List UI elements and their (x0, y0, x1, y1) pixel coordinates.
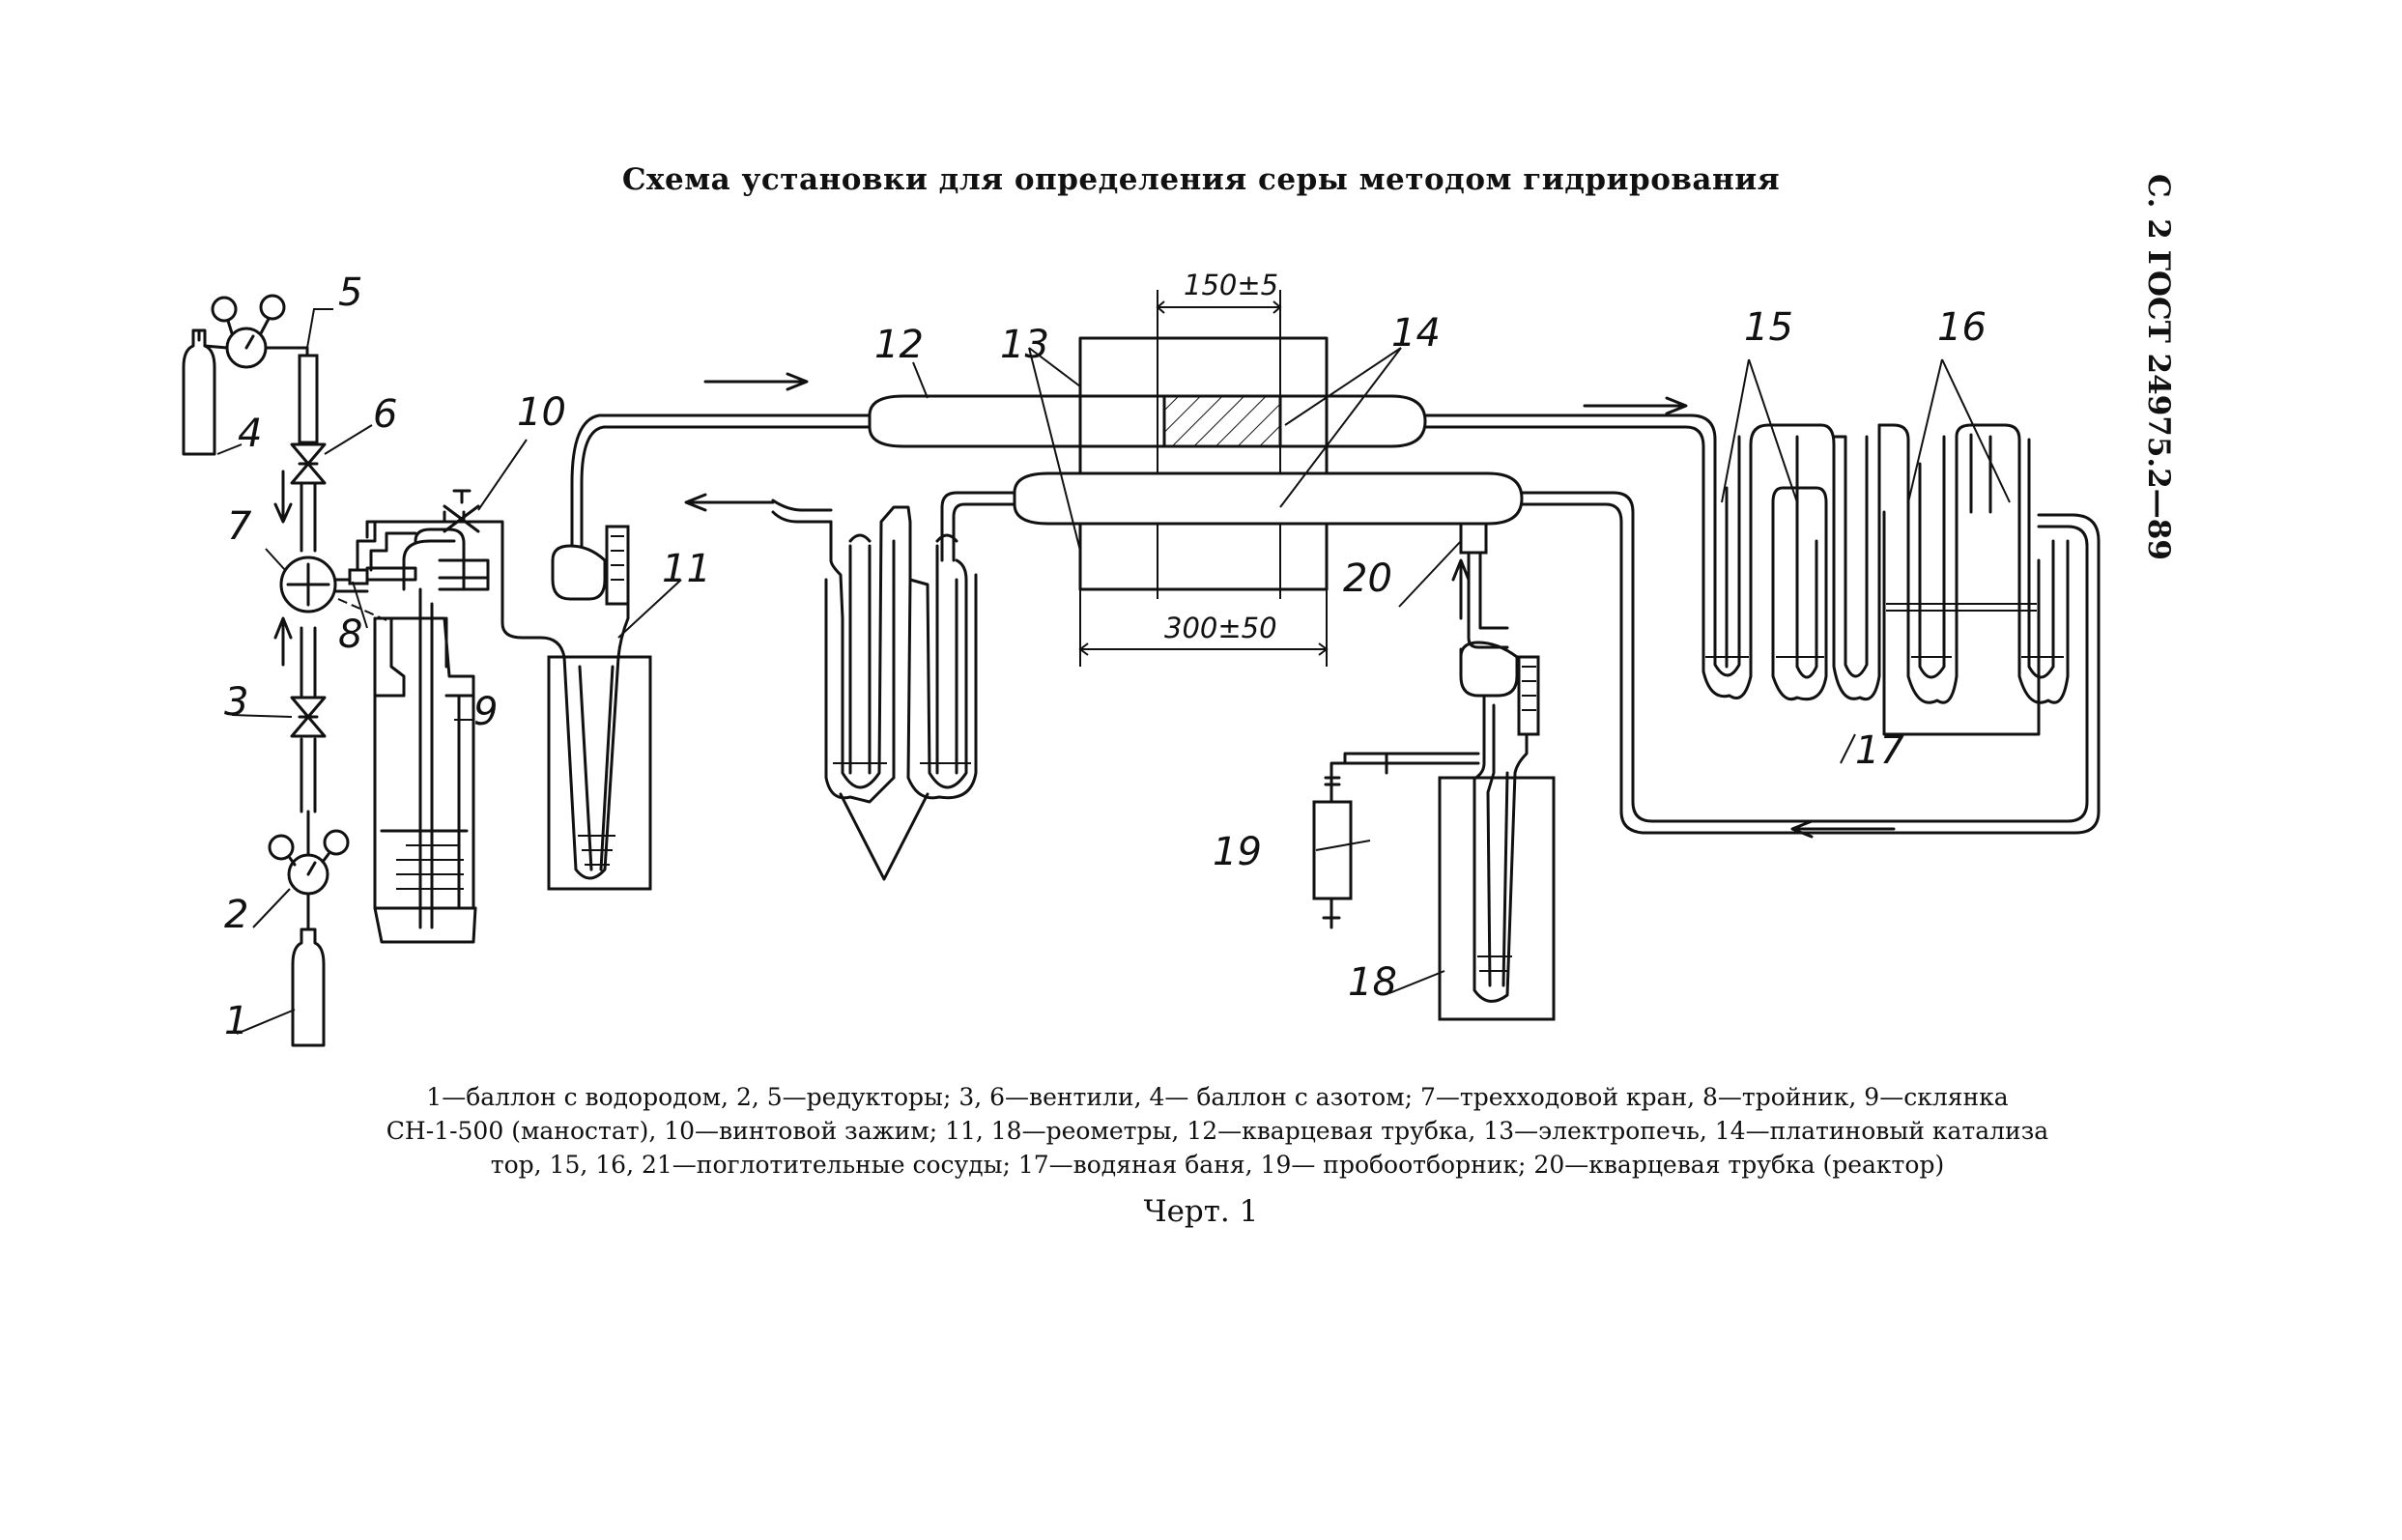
valve-6 (290, 442, 327, 485)
label-16: 16 (1937, 305, 1987, 350)
label-11: 11 (662, 547, 711, 591)
screw-clamp-10 (365, 489, 504, 539)
label-1: 1 (224, 999, 248, 1043)
figure-label: Черт. 1 (1143, 1194, 1259, 1229)
label-3: 3 (224, 680, 248, 725)
label-12: 12 (874, 323, 924, 367)
label-7: 7 (227, 504, 252, 549)
label-13: 13 (1000, 323, 1049, 367)
caption-line-2: СН-1-500 (маностат), 10—винтовой зажим; … (386, 1117, 2049, 1145)
absorption-vessels-15 (1701, 423, 1910, 701)
leader-lines (216, 308, 2011, 1035)
label-8: 8 (338, 613, 362, 657)
label-19: 19 (1213, 830, 1262, 874)
dimension-300: 300±50 (1164, 612, 1277, 644)
water-bath-17 (1882, 558, 2041, 736)
dimension-150: 150±5 (1184, 269, 1278, 301)
hydrogen-cylinder (291, 927, 326, 1047)
label-20: 20 (1343, 556, 1392, 601)
label-5: 5 (338, 271, 362, 315)
label-15: 15 (1744, 305, 1793, 350)
flow-arrows-left (273, 470, 293, 667)
tee-8 (348, 520, 417, 585)
rheometer-11 (500, 414, 872, 891)
label-9: 9 (473, 690, 498, 734)
caption-line-1: 1—баллон с водородом, 2, 5—редукторы; 3,… (426, 1083, 2009, 1111)
label-2: 2 (224, 893, 248, 937)
quartz-tube-reactor-20 (1013, 471, 2101, 835)
flow-direction-arrows (684, 372, 1896, 839)
three-way-tap-7 (279, 556, 369, 613)
label-4: 4 (238, 412, 262, 456)
reducer-2 (268, 810, 350, 929)
caption-line-3: тор, 15, 16, 21—поглотительные сосуды; 1… (490, 1151, 1945, 1179)
quartz-tube-12 (868, 394, 1717, 485)
main-supply-pipe (298, 354, 319, 813)
legend-caption: 1—баллон с водородом, 2, 5—редукторы; 3,… (174, 1080, 2261, 1182)
diagram-title: Схема установки для определения серы мет… (621, 162, 1781, 197)
manostat-bottle-9 (337, 528, 490, 944)
reducer-5 (197, 294, 309, 369)
label-6: 6 (373, 392, 397, 437)
valve-3 (290, 696, 327, 738)
reference-numerals: 5 6 4 7 8 3 9 2 1 10 11 12 13 14 15 16 1… (224, 269, 1987, 1043)
nitrogen-cylinder (182, 328, 216, 456)
rheometer-18 (1438, 641, 1556, 1021)
absorption-vessels-21 (771, 491, 1016, 881)
label-14: 14 (1391, 311, 1441, 356)
label-18: 18 (1348, 960, 1397, 1005)
label-17: 17 (1855, 728, 1904, 773)
label-10: 10 (517, 390, 566, 435)
